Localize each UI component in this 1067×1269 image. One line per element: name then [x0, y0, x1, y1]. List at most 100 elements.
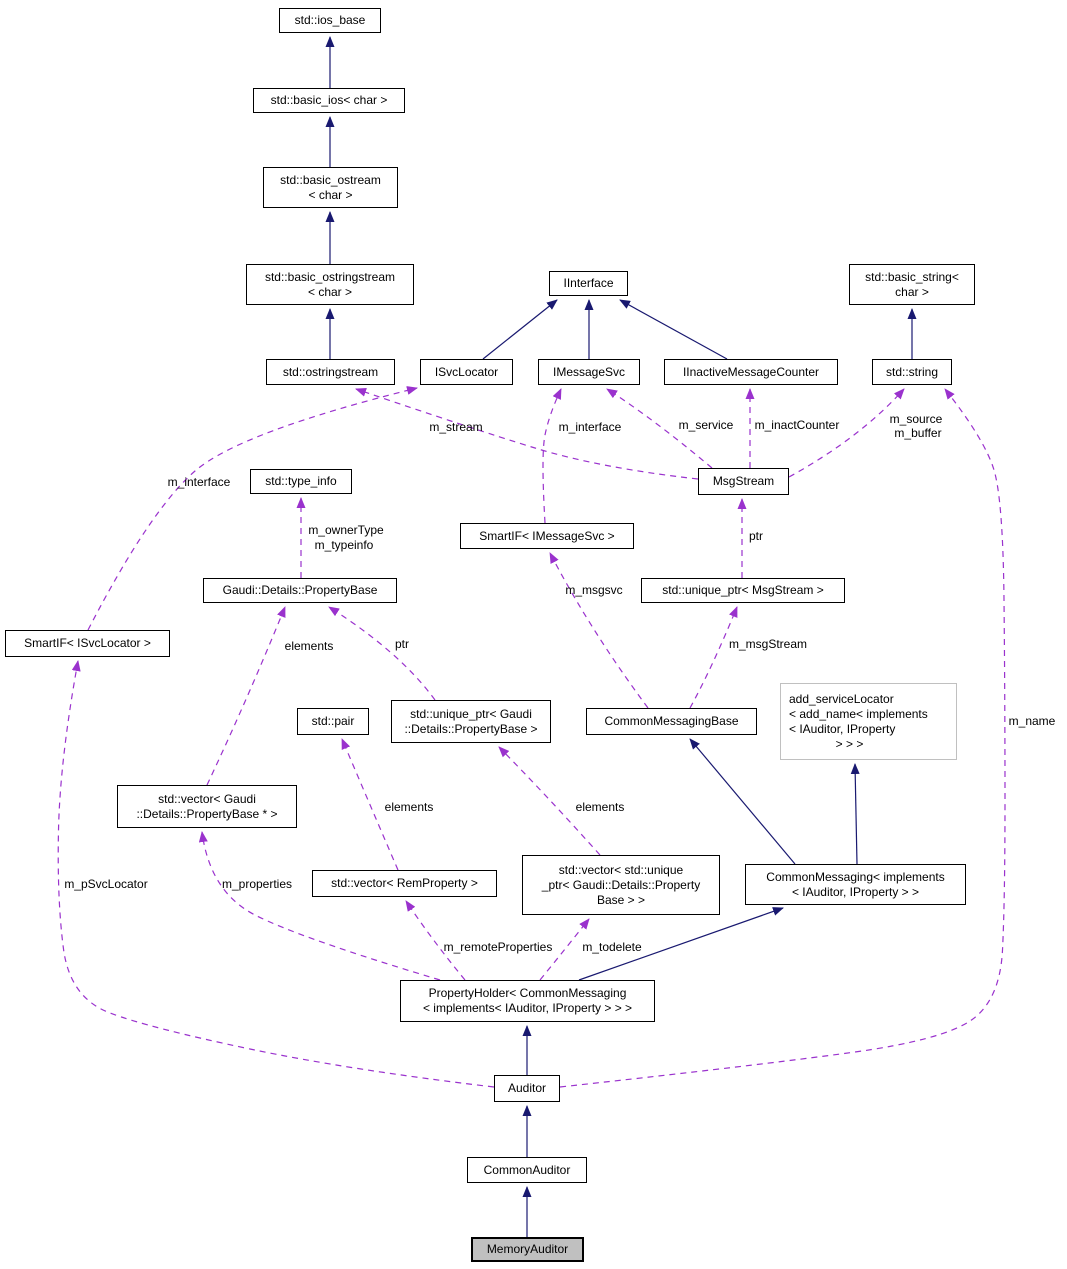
- edge-use-propertyholder-to-vector-remproperty: [405, 900, 466, 981]
- class-node-std-pair[interactable]: std::pair: [297, 708, 369, 735]
- class-node-label: Auditor: [507, 1081, 547, 1095]
- class-node-label: std::ostringstream: [282, 364, 379, 379]
- edge-label-m-service: m_service: [678, 418, 734, 432]
- class-node-label: std::type_info: [265, 474, 337, 488]
- class-node-std-basic-string[interactable]: std::basic_string<char >: [849, 264, 975, 305]
- edge-use-msgstream-to-imessagesvc: [606, 388, 713, 469]
- edge-label-m-ownertype: m_ownerType: [308, 523, 384, 537]
- class-node-std-ios-base[interactable]: std::ios_base: [279, 8, 381, 33]
- class-node-label: char >: [895, 284, 929, 299]
- class-node-commonmessagingbase[interactable]: CommonMessagingBase: [586, 708, 757, 735]
- edge-use-propertyholder-to-vector-propertybase: [198, 831, 441, 981]
- class-node-msgstream[interactable]: MsgStream: [698, 468, 789, 495]
- edge-label-elements-propertybase: elements: [284, 639, 334, 653]
- edge-inherit-commonmessaging-to-commonmessagingbase: [689, 738, 796, 865]
- class-node-commonauditor[interactable]: CommonAuditor: [467, 1157, 587, 1183]
- edge-use-propertyholder-to-vector-uptr: [539, 918, 590, 981]
- edge-use-smartif-isvclocator-to-isvclocator: [87, 386, 418, 631]
- class-node-label: ISvcLocator: [434, 364, 499, 379]
- class-node-label: ::Details::PropertyBase * >: [136, 806, 278, 821]
- class-node-label: std::unique_ptr< Gaudi: [410, 706, 532, 721]
- class-node-label: IInactiveMessageCounter: [682, 364, 820, 379]
- class-node-label: < add_name< implements: [789, 706, 928, 721]
- class-node-label: < implements< IAuditor, IProperty > > >: [422, 1001, 633, 1015]
- edge-label-m-typeinfo: m_typeinfo: [314, 538, 374, 552]
- edge-use-commonmessagingbase-to-unique-ptr-msgstream: [689, 606, 738, 709]
- edge-label-m-remoteproperties: m_remoteProperties: [443, 940, 553, 954]
- edge-use-msgstream-to-string: [788, 388, 905, 478]
- class-node-add-servicelocator: add_serviceLocator< add_name< implements…: [780, 683, 957, 760]
- class-node-std-string[interactable]: std::string: [872, 359, 952, 385]
- class-node-std-basic-ios[interactable]: std::basic_ios< char >: [253, 88, 405, 113]
- edge-use-vector-propertybase-to-propertybase: [206, 606, 286, 786]
- class-node-unique-ptr-msgstream[interactable]: std::unique_ptr< MsgStream >: [641, 578, 845, 603]
- class-node-unique-ptr-propertybase[interactable]: std::unique_ptr< Gaudi::Details::Propert…: [391, 700, 551, 743]
- class-node-label: std::basic_ostream: [280, 172, 381, 187]
- class-node-label: PropertyHolder< CommonMessaging: [428, 986, 627, 1000]
- edge-label-m-properties: m_properties: [221, 877, 293, 891]
- class-node-label: IMessageSvc: [552, 364, 626, 379]
- edge-label-m-msgstream: m_msgStream: [728, 637, 808, 651]
- edge-label-m-msgsvc: m_msgsvc: [565, 583, 623, 597]
- edge-label-ptr-propertybase: ptr: [394, 637, 410, 651]
- class-node-std-basic-ostream[interactable]: std::basic_ostream< char >: [263, 167, 398, 208]
- edge-label-m-name: m_name: [1008, 714, 1056, 728]
- edge-label-m-interface-msgsvc: m_interface: [558, 420, 622, 434]
- edge-use-vector-remproperty-to-pair: [341, 738, 399, 871]
- edge-use-msgstream-to-ostringstream: [355, 387, 699, 480]
- class-node-gaudi-details-propertybase[interactable]: Gaudi::Details::PropertyBase: [203, 578, 397, 603]
- edge-use-smartif-imessagesvc-to-imessagesvc: [542, 388, 562, 524]
- class-node-label: _ptr< Gaudi::Details::Property: [541, 877, 701, 892]
- class-node-label: > > >: [789, 736, 864, 751]
- class-node-label: Base > >: [596, 892, 646, 907]
- edge-label-elements-uptr: elements: [575, 800, 625, 814]
- class-node-label: std::string: [885, 364, 939, 379]
- edge-inherit-iinactivemessagecounter-to-iinterface: [619, 299, 728, 360]
- class-node-memoryauditor: MemoryAuditor: [471, 1237, 584, 1262]
- class-node-label: < IAuditor, IProperty: [789, 721, 896, 736]
- class-node-std-type-info[interactable]: std::type_info: [250, 469, 352, 494]
- class-node-label: std::basic_ostringstream: [264, 269, 396, 284]
- edge-label-m-interface-svcloc: m_interface: [167, 475, 231, 489]
- class-node-imessagesvc[interactable]: IMessageSvc: [538, 359, 640, 385]
- edge-label-ptr-msgstream: ptr: [748, 529, 764, 543]
- class-node-vector-unique-ptr-propertybase[interactable]: std::vector< std::unique_ptr< Gaudi::Det…: [522, 855, 720, 915]
- class-node-vector-remproperty[interactable]: std::vector< RemProperty >: [312, 870, 497, 897]
- class-node-iinterface[interactable]: IInterface: [549, 271, 628, 296]
- class-node-label: std::basic_string<: [865, 269, 959, 284]
- edge-label-m-inactcounter: m_inactCounter: [754, 418, 840, 432]
- class-node-label: MemoryAuditor: [486, 1242, 569, 1256]
- edge-inherit-commonmessaging-to-add-servicelocator: [850, 763, 860, 865]
- class-node-label: std::vector< std::unique: [558, 862, 684, 877]
- class-node-label: CommonMessaging< implements: [766, 869, 945, 884]
- class-node-label: ::Details::PropertyBase >: [404, 721, 538, 736]
- class-node-std-ostringstream[interactable]: std::ostringstream: [266, 359, 395, 385]
- edge-label-elements-pair: elements: [384, 800, 434, 814]
- class-node-label: CommonAuditor: [483, 1162, 571, 1177]
- edge-label-m-stream: m_stream: [429, 420, 483, 434]
- edge-label-m-psvclocator: m_pSvcLocator: [64, 877, 148, 891]
- class-node-vector-propertybase-ptr[interactable]: std::vector< Gaudi::Details::PropertyBas…: [117, 785, 297, 828]
- class-node-label: CommonMessagingBase: [604, 714, 739, 728]
- class-node-label: std::basic_ios< char >: [270, 93, 388, 107]
- class-node-std-basic-ostringstream[interactable]: std::basic_ostringstream< char >: [246, 264, 414, 305]
- class-node-label: Gaudi::Details::PropertyBase: [222, 583, 378, 597]
- class-node-label: std::vector< RemProperty >: [331, 876, 478, 890]
- class-node-label: < IAuditor, IProperty > >: [791, 884, 920, 899]
- class-node-auditor[interactable]: Auditor: [494, 1075, 560, 1102]
- class-node-label: IInterface: [563, 276, 614, 290]
- edge-label-m-buffer: m_buffer: [894, 426, 942, 440]
- class-node-label: SmartIF< IMessageSvc >: [479, 528, 615, 543]
- class-node-label: < char >: [307, 284, 353, 299]
- class-node-label: std::unique_ptr< MsgStream >: [662, 583, 824, 597]
- class-node-commonmessaging[interactable]: CommonMessaging< implements< IAuditor, I…: [745, 864, 966, 905]
- class-node-propertyholder[interactable]: PropertyHolder< CommonMessaging< impleme…: [400, 980, 655, 1022]
- class-node-smartif-isvclocator[interactable]: SmartIF< ISvcLocator >: [5, 630, 170, 657]
- class-node-smartif-imessagesvc[interactable]: SmartIF< IMessageSvc >: [460, 523, 634, 549]
- class-node-iinactivemessagecounter[interactable]: IInactiveMessageCounter: [664, 359, 838, 385]
- edge-use-auditor-to-string-m-name: [559, 388, 1006, 1088]
- class-node-label: std::ios_base: [294, 13, 366, 27]
- class-node-isvclocator[interactable]: ISvcLocator: [420, 359, 513, 385]
